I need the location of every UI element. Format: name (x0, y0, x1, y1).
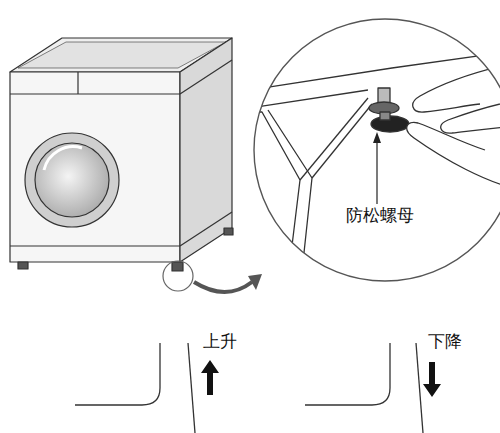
direction-label: 下降 (426, 332, 464, 352)
leader-line (376, 142, 377, 204)
zoom-arrowhead (248, 274, 262, 290)
raise-sketch (75, 343, 195, 433)
zoom-detail (250, 15, 500, 285)
up-arrow (201, 360, 219, 395)
detail-marker (163, 261, 193, 291)
leader-arrowhead (373, 132, 381, 143)
zoom-circle (254, 19, 500, 281)
zoom-arrow (194, 282, 252, 292)
washing-machine (10, 38, 233, 271)
part-label: 防松螺母 (344, 206, 416, 226)
down-arrow (423, 362, 441, 397)
lower-sketch (305, 343, 423, 433)
direction-label: 上升 (201, 332, 239, 352)
